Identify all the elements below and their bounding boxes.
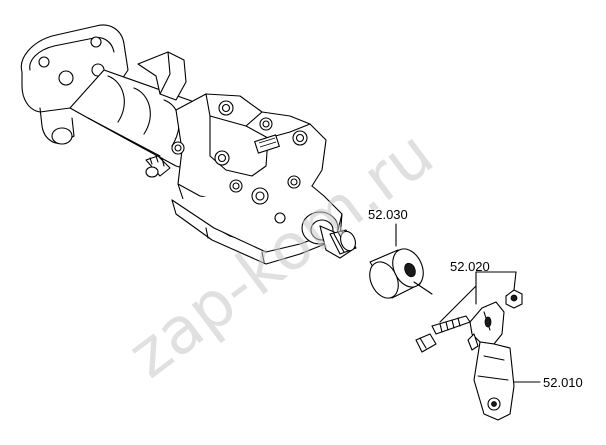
callout-52-010: 52.010 <box>543 375 583 390</box>
pitman-arm <box>467 301 515 421</box>
leader-lines <box>395 223 541 383</box>
callout-52-020: 52.020 <box>450 259 490 274</box>
bolt-assembly <box>415 289 523 353</box>
callout-52-030: 52.030 <box>368 207 408 222</box>
steering-gear-housing <box>20 24 357 265</box>
rubber-bushing <box>369 248 433 299</box>
hose-fitting <box>145 155 171 178</box>
